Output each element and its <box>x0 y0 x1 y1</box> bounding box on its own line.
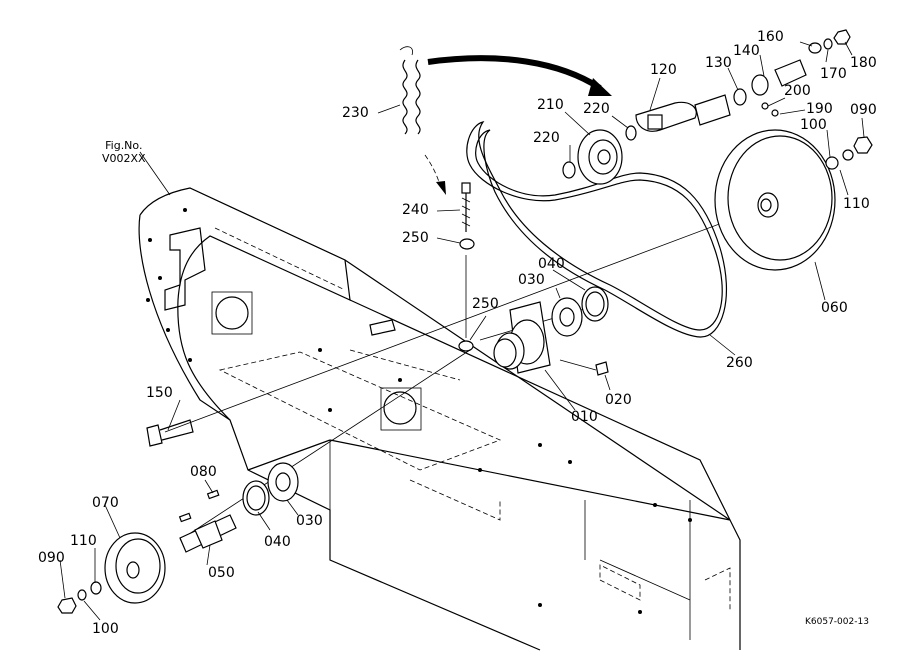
callout-010: 010 <box>571 409 598 425</box>
callout-160: 160 <box>757 29 784 45</box>
figure-number: Fig.No. V002XX <box>102 139 146 165</box>
callout-060: 060 <box>821 300 848 316</box>
tension-arm-120 <box>635 29 851 132</box>
figure-number-label: Fig.No. <box>105 139 143 152</box>
callout-240: 240 <box>402 202 429 218</box>
frame-plate <box>138 187 741 651</box>
callout-180: 180 <box>850 55 877 71</box>
callout-030-lower: 030 <box>296 513 323 529</box>
drawing-code: K6057-002-13 <box>805 617 869 627</box>
callout-220-lower: 220 <box>533 130 560 146</box>
callout-080: 080 <box>190 464 217 480</box>
callout-040-upper: 040 <box>538 256 565 272</box>
v-belt-260 <box>466 121 728 338</box>
callout-210: 210 <box>537 97 564 113</box>
callout-230: 230 <box>342 105 369 121</box>
callout-020: 020 <box>605 392 632 408</box>
callout-140: 140 <box>733 43 760 59</box>
callout-250-upper: 250 <box>402 230 429 246</box>
large-pulley-060 <box>714 129 873 271</box>
callout-110-right: 110 <box>843 196 870 212</box>
leader-lines <box>59 41 865 621</box>
callout-130: 130 <box>705 55 732 71</box>
idler-pulley-210 <box>562 125 637 185</box>
callout-070: 070 <box>92 495 119 511</box>
callout-200: 200 <box>784 83 811 99</box>
callout-030-upper: 030 <box>518 272 545 288</box>
callout-250-lower: 250 <box>472 296 499 312</box>
callout-170: 170 <box>820 66 847 82</box>
callout-040-lower: 040 <box>264 534 291 550</box>
callout-090-right: 090 <box>850 102 877 118</box>
callout-120: 120 <box>650 62 677 78</box>
bolt-240 <box>458 182 475 352</box>
callout-100-left: 100 <box>92 621 119 637</box>
lower-shaft-assembly <box>57 462 299 614</box>
callout-260: 260 <box>726 355 753 371</box>
callout-090-left: 090 <box>38 550 65 566</box>
bolt-150 <box>146 419 194 447</box>
spring-230 <box>399 46 421 135</box>
figure-number-value: V002XX <box>102 152 146 165</box>
callout-050: 050 <box>208 565 235 581</box>
bearing-housing-010 <box>493 286 609 376</box>
callout-220-upper: 220 <box>583 101 610 117</box>
callout-150: 150 <box>146 385 173 401</box>
callout-190: 190 <box>806 101 833 117</box>
rotation-arrow <box>424 55 612 195</box>
callout-100-right: 100 <box>800 117 827 133</box>
callout-110-left: 110 <box>70 533 97 549</box>
